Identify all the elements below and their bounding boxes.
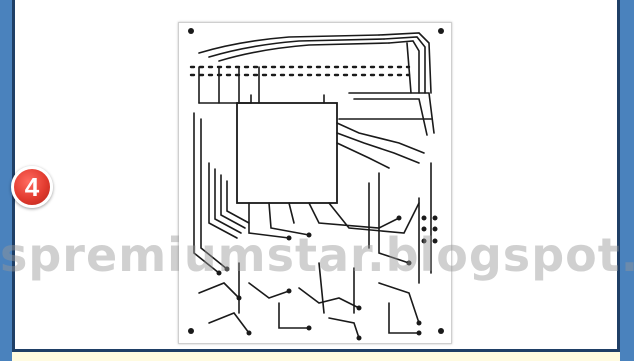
content-panel: 4 bbox=[11, 0, 620, 352]
bottom-strip bbox=[12, 352, 620, 361]
pcb-layout-image bbox=[178, 22, 452, 344]
pcb-layout-icon bbox=[188, 28, 444, 341]
step-number: 4 bbox=[24, 171, 40, 202]
step-number-badge: 4 bbox=[11, 166, 53, 208]
